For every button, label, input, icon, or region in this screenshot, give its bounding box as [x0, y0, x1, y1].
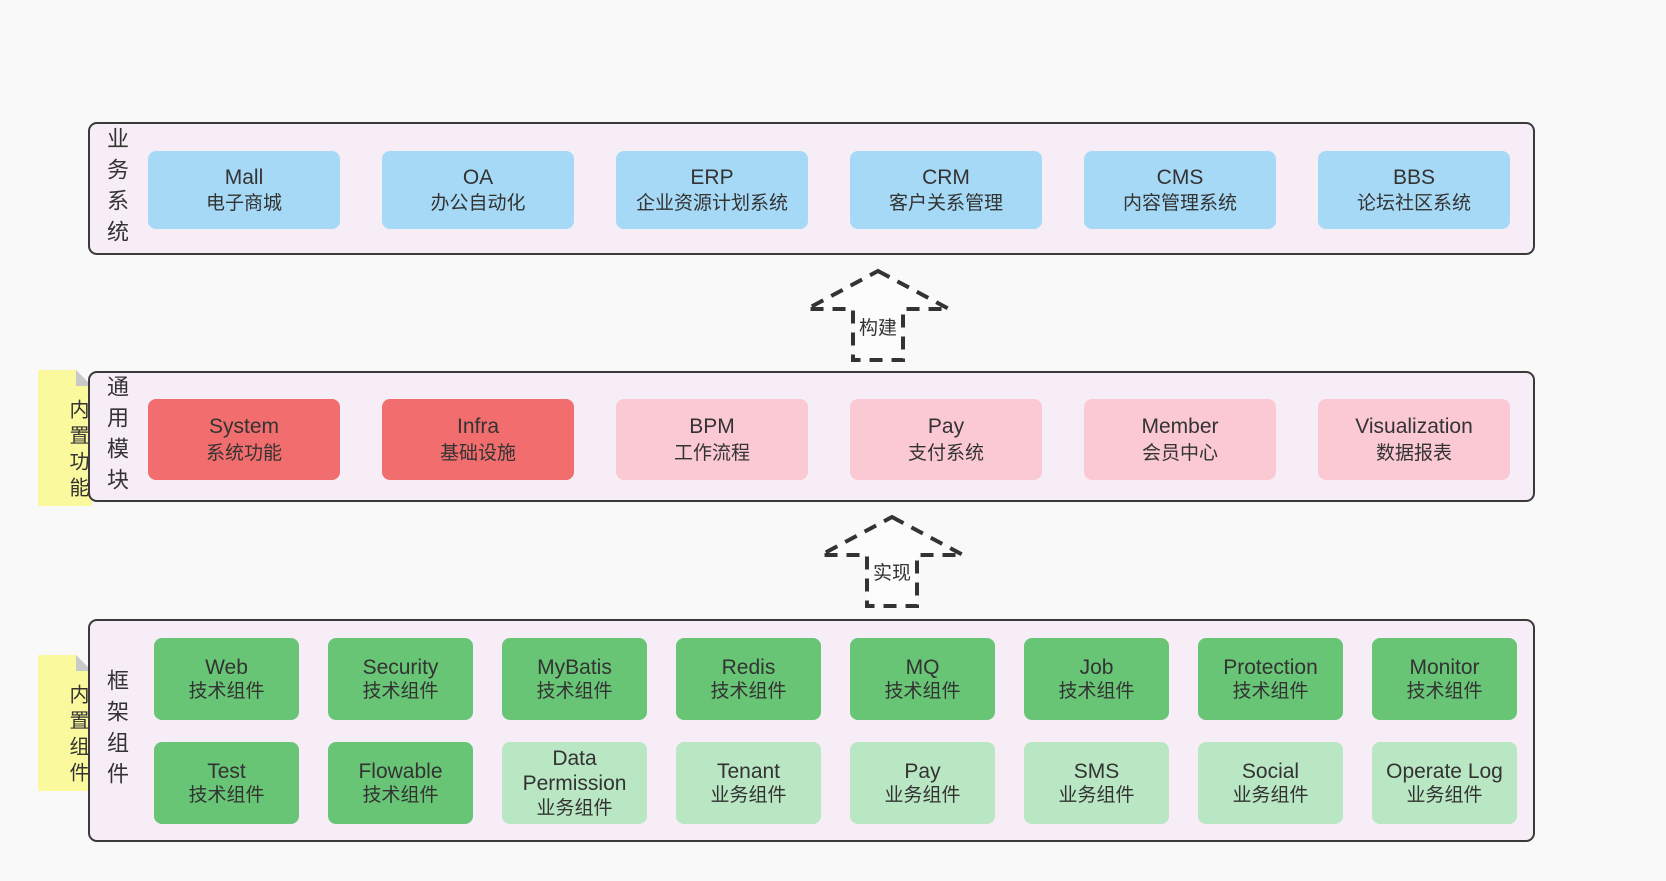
- box-title: Pay: [904, 759, 941, 783]
- box-title: Tenant: [716, 759, 781, 783]
- box-subtitle: 论坛社区系统: [1356, 193, 1471, 215]
- box-title: Web: [205, 655, 248, 679]
- box-subtitle: 办公自动化: [430, 193, 526, 215]
- box-subtitle: 支付系统: [907, 442, 984, 464]
- box-subtitle: 技术组件: [1232, 681, 1309, 703]
- box-test: Test 技术组件: [154, 742, 299, 824]
- box-redis: Redis 技术组件: [676, 638, 821, 720]
- box-title: Infra: [456, 415, 500, 439]
- box-title: ERP: [690, 165, 734, 189]
- box-subtitle: 系统功能: [205, 442, 282, 464]
- layer-common-modules: 通用模块 System 系统功能 Infra 基础设施 BPM 工作流程 Pay…: [88, 371, 1535, 502]
- box-system: System 系统功能: [148, 399, 340, 480]
- box-subtitle: 客户关系管理: [888, 193, 1003, 215]
- box-mq: MQ 技术组件: [850, 638, 995, 720]
- box-title: SMS: [1073, 759, 1120, 783]
- box-security: Security 技术组件: [328, 638, 473, 720]
- box-bbs: BBS 论坛社区系统: [1318, 151, 1510, 229]
- box-subtitle: 技术组件: [1406, 681, 1483, 703]
- sticky-note-built-in-components: 内置组件: [38, 655, 92, 791]
- box-title: Mall: [224, 165, 264, 189]
- box-subtitle: 业务组件: [884, 785, 961, 807]
- box-title: Operate Log: [1386, 759, 1503, 783]
- box-subtitle: 企业资源计划系统: [635, 193, 788, 215]
- box-subtitle: 业务组件: [536, 798, 613, 820]
- box-cms: CMS 内容管理系统: [1084, 151, 1276, 229]
- box-mybatis: MyBatis 技术组件: [502, 638, 647, 720]
- box-subtitle: 业务组件: [710, 785, 787, 807]
- box-subtitle: 业务组件: [1232, 785, 1309, 807]
- box-monitor: Monitor 技术组件: [1372, 638, 1517, 720]
- components-row-2: Test 技术组件 Flowable 技术组件 Data Permission …: [154, 742, 1517, 824]
- sticky-note-built-in-features: 内置功能: [38, 370, 92, 506]
- box-title: Monitor: [1409, 655, 1480, 679]
- box-erp: ERP 企业资源计划系统: [616, 151, 808, 229]
- box-subtitle: 基础设施: [439, 442, 516, 464]
- box-social: Social 业务组件: [1198, 742, 1343, 824]
- box-title: OA: [462, 165, 494, 189]
- box-visualization: Visualization 数据报表: [1318, 399, 1510, 480]
- box-protection: Protection 技术组件: [1198, 638, 1343, 720]
- business-boxes-row: Mall 电子商城 OA 办公自动化 ERP 企业资源计划系统 CRM 客户关系…: [148, 151, 1510, 229]
- box-title: CRM: [922, 165, 970, 189]
- box-title: Member: [1141, 415, 1219, 439]
- box-title: BPM: [689, 415, 735, 439]
- box-mall: Mall 电子商城: [148, 151, 340, 229]
- layer-modules-side-label: 通用模块: [104, 374, 129, 499]
- box-subtitle: 技术组件: [1058, 681, 1135, 703]
- arrow-build-label: 构建: [856, 313, 900, 340]
- box-subtitle: 业务组件: [1406, 785, 1483, 807]
- box-web: Web 技术组件: [154, 638, 299, 720]
- box-subtitle: 技术组件: [710, 681, 787, 703]
- box-title: Pay: [927, 415, 965, 439]
- box-subtitle: 技术组件: [362, 785, 439, 807]
- box-member: Member 会员中心: [1084, 399, 1276, 480]
- box-title: Social: [1241, 759, 1300, 783]
- box-subtitle: 技术组件: [536, 681, 613, 703]
- box-title: Data Permission: [522, 746, 627, 796]
- box-subtitle: 技术组件: [884, 681, 961, 703]
- box-title: Protection: [1223, 655, 1318, 679]
- box-pay: Pay 支付系统: [850, 399, 1042, 480]
- box-flowable: Flowable 技术组件: [328, 742, 473, 824]
- box-pay-component: Pay 业务组件: [850, 742, 995, 824]
- box-title: Job: [1079, 655, 1114, 679]
- box-subtitle: 技术组件: [188, 785, 265, 807]
- layer-components-side-label: 框架组件: [104, 668, 129, 793]
- box-sms: SMS 业务组件: [1024, 742, 1169, 824]
- box-subtitle: 电子商城: [205, 193, 282, 215]
- box-tenant: Tenant 业务组件: [676, 742, 821, 824]
- box-job: Job 技术组件: [1024, 638, 1169, 720]
- box-title: CMS: [1156, 165, 1204, 189]
- box-title: Flowable: [358, 759, 443, 783]
- layer-framework-components: 框架组件 Web 技术组件 Security 技术组件 MyBatis 技术组件…: [88, 619, 1535, 842]
- box-title: System: [208, 415, 279, 439]
- box-title: MQ: [905, 655, 940, 679]
- box-title: Test: [207, 759, 246, 783]
- box-subtitle: 会员中心: [1141, 442, 1218, 464]
- box-title: Redis: [721, 655, 776, 679]
- box-subtitle: 数据报表: [1375, 442, 1452, 464]
- box-subtitle: 技术组件: [362, 681, 439, 703]
- modules-boxes-row: System 系统功能 Infra 基础设施 BPM 工作流程 Pay 支付系统…: [148, 399, 1510, 480]
- box-title: BBS: [1392, 165, 1436, 189]
- arrow-implement-label: 实现: [870, 558, 914, 585]
- box-crm: CRM 客户关系管理: [850, 151, 1042, 229]
- layer-business-systems: 业务系统 Mall 电子商城 OA 办公自动化 ERP 企业资源计划系统 CRM…: [88, 122, 1535, 255]
- box-data-permission: Data Permission 业务组件: [502, 742, 647, 824]
- box-infra: Infra 基础设施: [382, 399, 574, 480]
- layer-business-side-label: 业务系统: [104, 126, 129, 251]
- box-subtitle: 工作流程: [673, 442, 750, 464]
- box-title: Security: [362, 655, 439, 679]
- box-operate-log: Operate Log 业务组件: [1372, 742, 1517, 824]
- box-bpm: BPM 工作流程: [616, 399, 808, 480]
- box-subtitle: 技术组件: [188, 681, 265, 703]
- box-subtitle: 业务组件: [1058, 785, 1135, 807]
- box-title: Visualization: [1355, 415, 1473, 439]
- box-subtitle: 内容管理系统: [1122, 193, 1237, 215]
- box-title: MyBatis: [537, 655, 612, 679]
- components-row-1: Web 技术组件 Security 技术组件 MyBatis 技术组件 Redi…: [154, 638, 1517, 720]
- box-oa: OA 办公自动化: [382, 151, 574, 229]
